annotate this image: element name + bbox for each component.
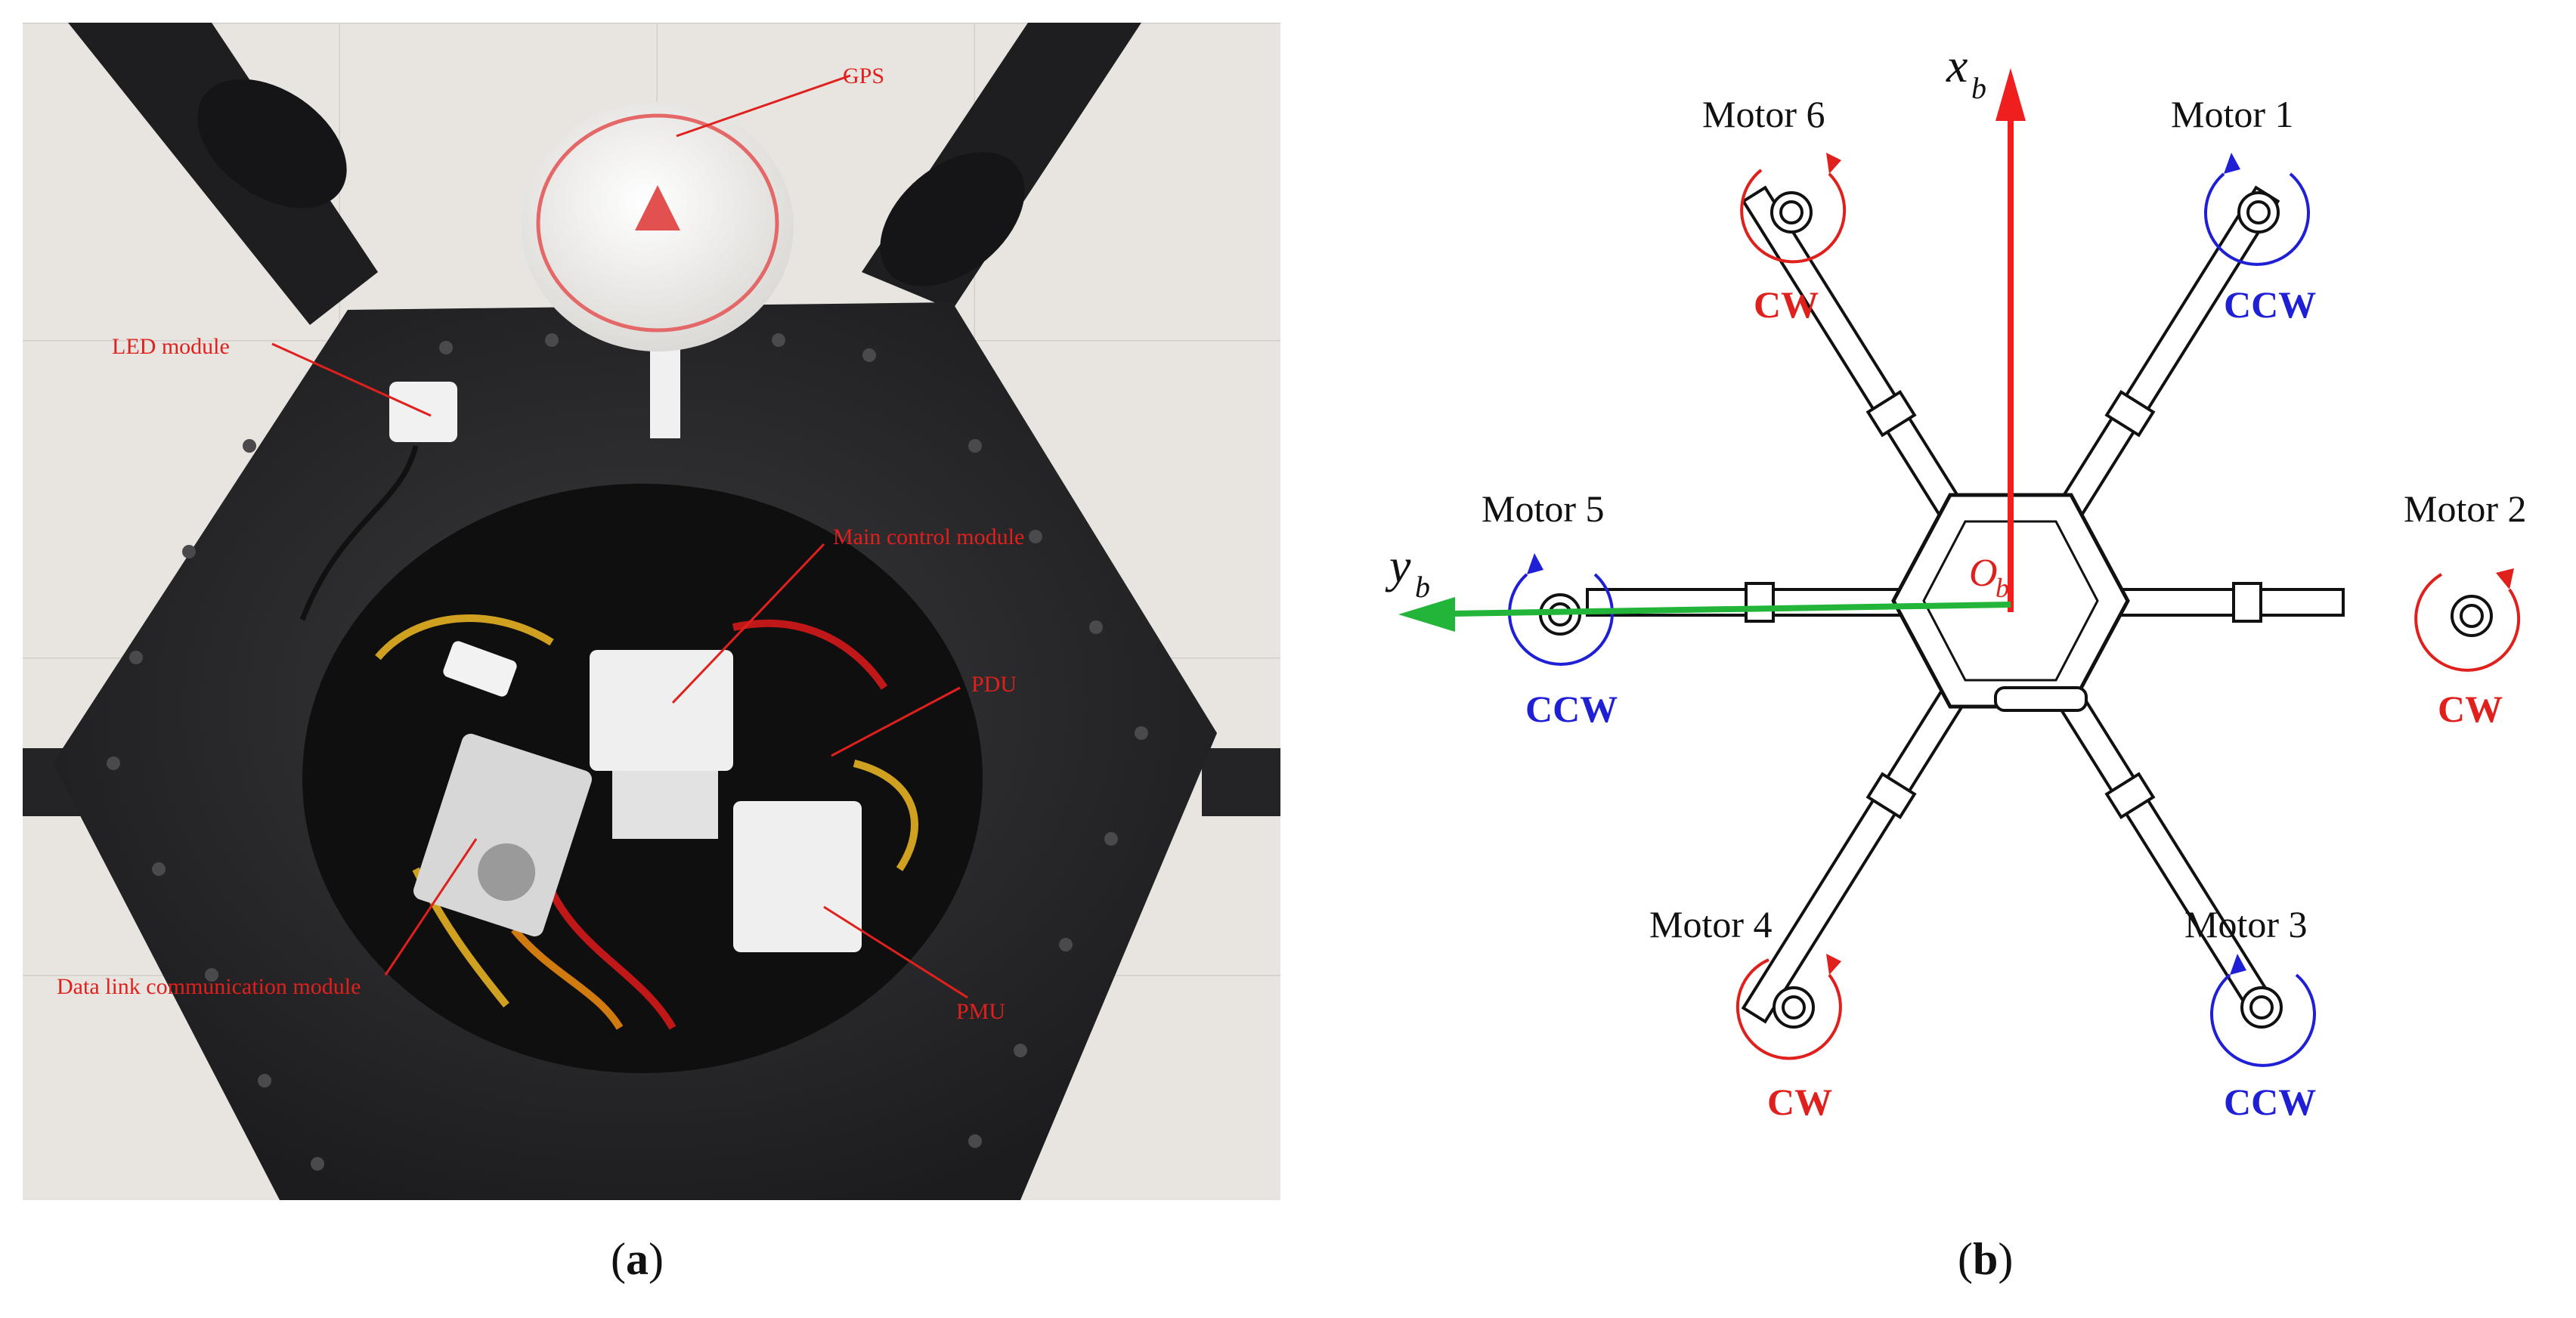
motor-2-direction: CW (2438, 688, 2503, 730)
caption-a: (a) (611, 1234, 664, 1284)
data-link-unit (413, 733, 593, 937)
y-axis-arrow (1398, 597, 1455, 632)
main-control-lower (612, 771, 718, 839)
rotation-arcs (1508, 169, 2521, 1067)
led-cable (299, 445, 419, 621)
motor-2-label: Motor 2 (2404, 487, 2527, 530)
motor-5-label: Motor 5 (1482, 487, 1605, 530)
motor-1-label: Motor 1 (2171, 93, 2294, 135)
main-control-unit (590, 650, 733, 771)
label-main-control-module: Main control module (833, 524, 1024, 549)
carbon-arms (23, 23, 1280, 816)
x-axis-subscript: b (1971, 71, 1986, 105)
y-axis-subscript: b (1415, 570, 1430, 604)
caption-a-letter: a (625, 1234, 649, 1284)
origin-label: O (1969, 552, 1998, 595)
pmu-unit (733, 801, 862, 952)
gps-ring (536, 113, 779, 333)
label-led-module: LED module (112, 334, 230, 359)
motor-4-label: Motor 4 (1649, 903, 1773, 945)
y-axis-line (1451, 602, 2011, 617)
origin-subscript: b (1995, 573, 2009, 603)
label-pmu: PMU (956, 999, 1005, 1024)
gps-mast (650, 340, 680, 438)
motor-3-label: Motor 3 (2184, 903, 2308, 945)
data-link-speaker (478, 843, 536, 901)
hub-tab (1994, 686, 2088, 712)
gps-arrow (635, 185, 680, 230)
motor-4-direction: CW (1767, 1081, 1832, 1123)
small-module (443, 641, 517, 697)
drone-photo: GPS LED module Main control module PDU D… (23, 23, 1280, 1200)
label-gps: GPS (843, 63, 884, 88)
rotation-arrowheads (1527, 153, 2514, 975)
hub-inner (1922, 520, 2099, 682)
label-data-link-module: Data link communication module (57, 974, 361, 999)
motor-6-direction: CW (1754, 283, 1819, 326)
motor-1-direction: CCW (2224, 283, 2316, 326)
caption-b: (b) (1958, 1234, 2014, 1284)
annotation-lines (271, 74, 968, 999)
y-axis-label: y (1385, 539, 1411, 592)
hexacopter-diagram: x b y b O b Motor 1 Motor 2 Motor 3 Moto… (1385, 39, 2527, 1123)
caption-b-letter: b (1972, 1234, 1999, 1284)
motor-5-direction: CCW (1525, 688, 1618, 730)
label-pdu: PDU (971, 672, 1017, 697)
arm-couplers (1745, 390, 2262, 819)
x-axis-label: x (1946, 39, 1968, 92)
photo-panel: GPS LED module Main control module PDU D… (23, 23, 1280, 1200)
plate-holes (107, 333, 1148, 1171)
motor-6-label: Motor 6 (1702, 93, 1825, 135)
x-axis-arrow (1995, 68, 2026, 121)
motor-3-direction: CCW (2224, 1081, 2316, 1123)
diagram-panel: x b y b O b Motor 1 Motor 2 Motor 3 Moto… (1330, 0, 2576, 1209)
